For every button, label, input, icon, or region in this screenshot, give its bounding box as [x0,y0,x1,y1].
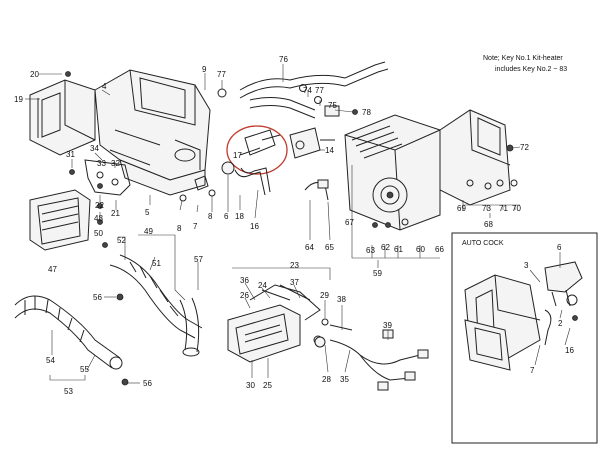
callout-67: 67 [345,218,354,227]
callout-65: 65 [325,243,334,252]
callout-21: 21 [111,209,120,218]
vent-47 [29,189,91,251]
heater-case-lower [119,159,206,196]
callout-61: 61 [394,245,403,254]
auto-cock-valve [544,261,583,346]
callout-56-a: 56 [93,293,102,302]
callout-14: 14 [325,146,334,155]
callout-23: 23 [290,261,299,270]
callout-63: 63 [366,246,375,255]
callout-56-b: 56 [143,379,152,388]
callout-9: 9 [202,65,207,74]
inset-title: AUTO COCK [462,240,504,247]
callout-35: 35 [340,375,349,384]
callout-60: 60 [416,245,425,254]
callout-77-a: 77 [217,70,226,79]
callout-numbers: 20 19 4 9 77 76 74 77 75 78 72 31 34 32 … [14,55,574,396]
leader-lines [25,64,571,384]
callout-69: 69 [457,204,466,213]
callout-54: 54 [46,356,55,365]
callout-68: 68 [484,220,493,229]
harness-65 [304,179,409,228]
hose-clamps [217,84,358,117]
callout-38: 38 [337,295,346,304]
callout-inset-6: 6 [557,243,562,252]
clip-56-bottom [121,378,129,386]
callout-66: 66 [435,245,444,254]
callout-inset-2: 2 [558,319,563,328]
callout-22: 22 [95,201,104,210]
callout-55: 55 [80,365,89,374]
callout-39: 39 [383,321,392,330]
callout-70: 70 [512,204,521,213]
callout-19: 19 [14,95,23,104]
hose-51 [109,254,203,357]
highlight-circle [226,125,288,175]
clip-56-top [116,293,124,301]
callout-77-b: 77 [315,86,324,95]
callout-71: 71 [499,204,508,213]
callout-76: 76 [279,55,288,64]
callout-inset-7: 7 [530,366,535,375]
heater-core-67 [344,114,441,231]
callout-6: 6 [224,212,229,221]
callout-62: 62 [381,243,390,252]
note-line-2: includes Key No.2 ~ 83 [495,66,567,73]
callout-51: 51 [152,259,161,268]
callout-26: 26 [240,291,249,300]
callout-28: 28 [322,375,331,384]
callout-16-a: 16 [250,222,259,231]
bracket-32 [84,159,131,196]
inset-heater-unit [464,274,541,371]
hose-54 [14,295,123,370]
hose-76 [239,61,389,119]
callout-inset-16: 16 [565,346,574,355]
callout-37: 37 [290,278,299,287]
callout-34: 34 [90,144,99,153]
blower-box [439,109,511,206]
callout-75: 75 [328,101,337,110]
callout-36: 36 [240,276,249,285]
callout-29: 29 [320,291,329,300]
callout-17: 17 [233,151,242,160]
control-assembly-23 [227,284,353,363]
screws-left [65,71,108,248]
callout-57: 57 [194,255,203,264]
callout-8-b: 8 [208,212,213,221]
callout-74: 74 [303,86,312,95]
callout-64: 64 [305,243,314,252]
callout-47: 47 [48,265,57,274]
callout-7: 7 [193,222,198,231]
callout-inset-3: 3 [524,261,529,270]
callout-49: 49 [144,227,153,236]
callout-33: 33 [97,159,106,168]
callout-72: 72 [520,143,529,152]
callout-30: 30 [246,381,255,390]
callout-78: 78 [362,108,371,117]
callout-20: 20 [30,70,39,79]
hose-18-16 [179,161,271,202]
callout-48: 48 [94,214,103,223]
valve-17 [239,129,281,156]
inset-frame [451,232,598,444]
callout-50: 50 [94,229,103,238]
callout-31: 31 [66,150,75,159]
callout-8-a: 8 [177,224,182,233]
harness-39 [314,329,429,391]
hardware-68 [466,144,518,190]
callout-24: 24 [258,281,267,290]
callout-25: 25 [263,381,272,390]
callout-32: 32 [111,159,120,168]
note-line-1: Note; Key No.1 Kit-heater [483,55,563,62]
callout-18: 18 [235,212,244,221]
callout-53: 53 [64,387,73,396]
duct-19 [29,79,96,156]
callout-52: 52 [117,236,126,245]
callout-4: 4 [102,82,107,91]
callout-5: 5 [145,208,150,217]
callout-59: 59 [373,269,382,278]
callout-73: 73 [482,204,491,213]
